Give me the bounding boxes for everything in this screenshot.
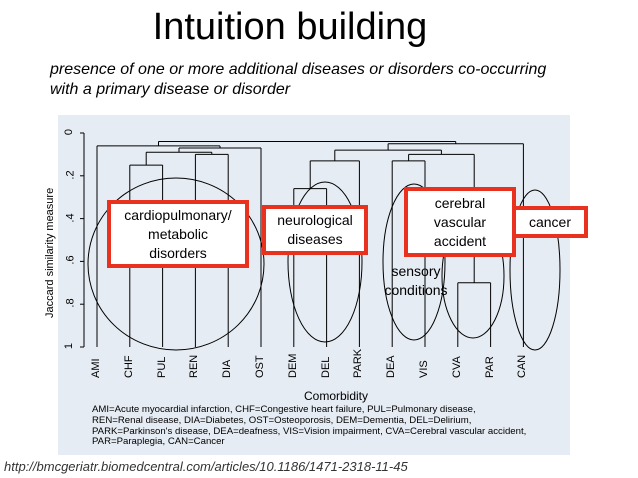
cluster-ellipse-cardiopulmonary (87, 177, 265, 351)
chart-panel (58, 115, 570, 455)
x-tick-label: CAN (516, 354, 529, 378)
legend-line: PARK=Parkinson's disease, DEA=deafness, … (92, 425, 527, 437)
y-tick-label: .2 (64, 170, 77, 180)
annotation-line: cerebral (434, 194, 486, 211)
annotation-cancer: cancer (512, 206, 588, 238)
x-tick-label: DEM (286, 353, 299, 378)
x-tick-label: CHF (122, 355, 135, 378)
annotation-line: metabolic (148, 225, 208, 242)
annotation-line: sensory (391, 263, 441, 279)
legend-line: PAR=Paraplegia, CAN=Cancer (92, 436, 225, 448)
x-tick-label: PAR (483, 356, 496, 378)
y-tick-label: 0 (63, 128, 76, 136)
annotation-line: diseases (287, 231, 343, 247)
annotation-cardiopulmonary: cardiopulmonary/ metabolic disorders (107, 200, 249, 268)
x-tick-label: REN (188, 354, 201, 378)
annotation-line: cancer (528, 213, 572, 230)
annotation-cerebral: cerebral vascular accident (404, 187, 516, 257)
legend-line: AMI=Acute myocardial infarction, CHF=Con… (92, 404, 476, 415)
annotation-line: cardiopulmonary/ (124, 206, 232, 223)
annotation-line: disorders (149, 244, 207, 261)
x-axis-label: Comorbidity (304, 389, 369, 403)
x-tick-label: OST (254, 355, 266, 378)
annotation-line: vascular (433, 213, 487, 230)
x-tick-label: PUL (155, 356, 168, 378)
y-axis-label: Jaccard similarity measure (44, 187, 56, 318)
x-tick-label: CVA (450, 356, 463, 378)
abbreviation-legend: AMI=Acute myocardial infarction, CHF=Con… (92, 404, 562, 448)
y-tick-label: 1 (63, 342, 76, 350)
y-tick-label: .4 (64, 213, 77, 223)
source-url: http://bmcgeriatr.biomedcentral.com/arti… (4, 459, 408, 474)
cluster-ellipse-sensory (382, 183, 446, 341)
y-tick-label: .8 (64, 298, 77, 308)
legend-line: REN=Renal disease, DIA=Diabetes, OST=Ost… (92, 414, 472, 426)
x-tick-label: PARK (352, 348, 365, 378)
x-tick-label: VIS (418, 360, 430, 378)
annotation-line: accident (433, 232, 487, 249)
slide-subtitle: presence of one or more additional disea… (50, 61, 547, 98)
x-tick-label: DEL (319, 356, 332, 378)
cluster-ellipse-cancer (509, 189, 561, 351)
x-tick-label: DEA (385, 355, 398, 378)
annotation-sensory: sensory conditions (372, 258, 460, 304)
x-tick-label: AMI (90, 358, 102, 378)
annotation-neurological: neurological diseases (262, 205, 368, 255)
annotation-line: neurological (277, 212, 353, 228)
x-tick-label: DIA (221, 359, 234, 378)
slide-title: Intuition building (152, 6, 428, 48)
annotation-line: conditions (384, 282, 448, 298)
cluster-ellipse-neurological (287, 181, 363, 343)
y-tick-label: .6 (64, 255, 77, 265)
